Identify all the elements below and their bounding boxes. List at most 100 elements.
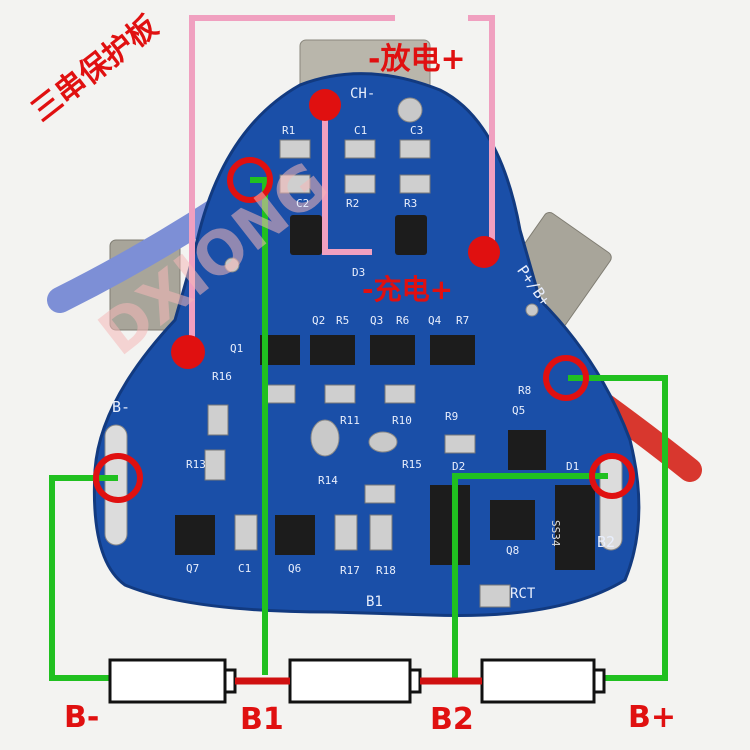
pcb-ref: R1	[282, 124, 296, 137]
pcb-ref: Q6	[288, 562, 302, 575]
pcb-ref: Q3	[370, 314, 384, 327]
pcb-ref: R16	[212, 370, 232, 383]
diode-d1	[555, 485, 595, 570]
pcb-label-rct: RCT	[510, 586, 536, 602]
solder-point	[310, 419, 340, 457]
pad	[324, 384, 356, 404]
pad	[234, 514, 258, 551]
pad	[334, 514, 358, 551]
battery-cell-1	[108, 658, 237, 704]
pcb-ref: D2	[452, 460, 466, 473]
mosfet-q3	[370, 335, 415, 365]
pad	[444, 434, 476, 454]
discharge-label: -放电+	[368, 42, 466, 77]
pcb-label-b-minus: B-	[112, 398, 131, 416]
pcb-ref: R15	[402, 458, 422, 471]
b-plus-ring-marker	[543, 355, 589, 401]
pad	[204, 449, 226, 481]
pcb-ref: R8	[518, 384, 532, 397]
solder-point	[397, 97, 423, 123]
pcb-label-b1: B1	[366, 594, 383, 610]
terminal-label-b-plus: B+	[628, 700, 677, 735]
pcb-ref: R3	[404, 197, 418, 210]
ic-u2	[395, 215, 427, 255]
diode-d2	[430, 485, 470, 565]
pad	[344, 174, 376, 194]
pad	[384, 384, 416, 404]
pink-wire-left	[189, 15, 395, 350]
solder-point	[525, 303, 539, 317]
mosfet-q6	[275, 515, 315, 555]
b-minus-ring-marker	[93, 453, 143, 503]
pcb-ref: C1	[354, 124, 368, 137]
pink-wire-right	[468, 15, 495, 252]
pad	[399, 139, 431, 159]
pcb-ref: R2	[346, 197, 360, 210]
pcb-ref: Q2	[312, 314, 326, 327]
terminal-label-b2: B2	[430, 702, 474, 737]
component-group	[175, 215, 595, 570]
pad	[399, 174, 431, 194]
mosfet-q8	[490, 500, 535, 540]
pcb-ref: R7	[456, 314, 470, 327]
pcb-ref: R17	[340, 564, 360, 577]
ic-u1	[290, 215, 322, 255]
pcb-ref: Q7	[186, 562, 200, 575]
pcb-ref: D3	[352, 266, 366, 279]
pcb-ref: C1	[238, 562, 252, 575]
pcb-ref: C2	[296, 197, 310, 210]
pcb-ref: D1	[566, 460, 580, 473]
pad	[279, 139, 311, 159]
discharge-minus-dot	[309, 89, 341, 121]
mosfet-q4	[430, 335, 475, 365]
pcb-ref: R11	[340, 414, 360, 427]
pcb-ref: R5	[336, 314, 350, 327]
pad	[207, 404, 229, 436]
b1-ring-marker	[227, 157, 273, 203]
b2-ring-marker	[589, 453, 635, 499]
green-wire-b-minus	[49, 475, 118, 681]
pcb-label-b2: B2	[597, 533, 616, 551]
pcb-ref: Q8	[506, 544, 520, 557]
pcb-ref: C3	[410, 124, 424, 137]
pcb-ref: Q1	[230, 342, 244, 355]
pcb-ref: Q4	[428, 314, 442, 327]
charge-label: -充电+	[362, 273, 454, 306]
discharge-plus-dot	[171, 335, 205, 369]
mosfet-q5	[508, 430, 546, 470]
terminal-label-b1: B1	[240, 702, 284, 737]
pcb-ref: Q5	[512, 404, 526, 417]
pad	[279, 174, 311, 194]
green-wire-b-plus	[568, 375, 668, 681]
solder-point	[368, 431, 398, 453]
terminal-label-b-minus: B-	[64, 700, 100, 735]
pcb-ref: SS34	[549, 520, 562, 547]
charge-plus-dot	[468, 236, 500, 268]
pcb-label-ch: CH-	[350, 86, 376, 102]
mosfet-q7	[175, 515, 215, 555]
pcb-ref: R10	[392, 414, 412, 427]
mosfet-q2	[310, 335, 355, 365]
pcb-ref: R6	[396, 314, 410, 327]
pad	[479, 584, 511, 608]
pad	[344, 139, 376, 159]
solder-group	[224, 97, 539, 457]
pcb-ref: R13	[186, 458, 206, 471]
pcb-board	[92, 72, 641, 618]
green-wire-b1	[250, 177, 268, 675]
battery-cell-2	[288, 658, 422, 704]
pad	[364, 484, 396, 504]
pad	[264, 384, 296, 404]
green-wire-b2	[452, 473, 608, 678]
b-minus-slot	[104, 424, 128, 546]
pcb-ref: R9	[445, 410, 459, 423]
pcb-ref: R14	[318, 474, 338, 487]
pink-wire-mid	[322, 105, 372, 255]
pad	[369, 514, 393, 551]
battery-cell-3	[480, 658, 606, 704]
pcb-ref: R18	[376, 564, 396, 577]
solder-point	[224, 257, 240, 273]
pad-group	[204, 139, 511, 608]
